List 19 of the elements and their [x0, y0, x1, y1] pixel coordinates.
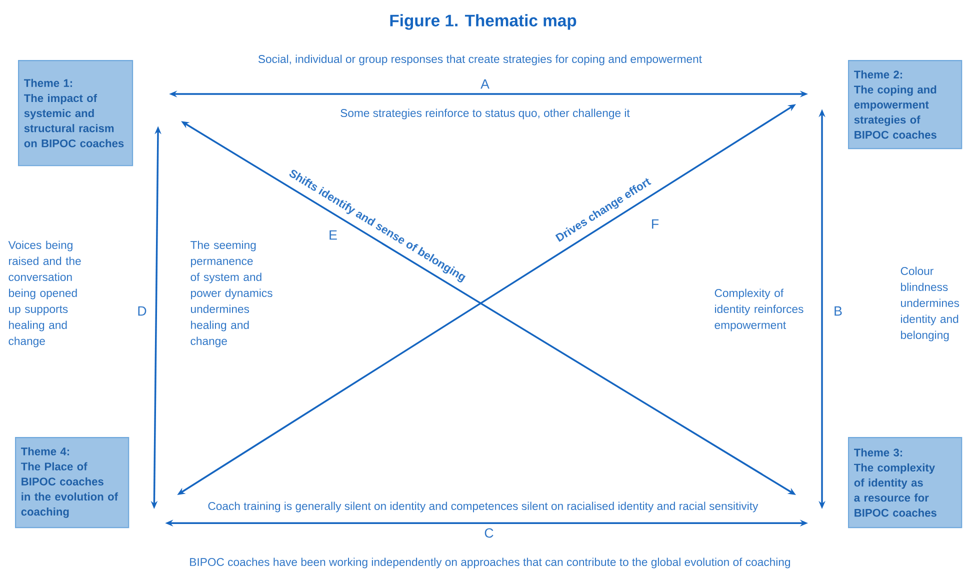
- edge-letter: A: [480, 79, 490, 89]
- theme-box: Theme 4: The Place of BIPOC coaches in the evolution of coaching: [15, 437, 130, 528]
- edge-letter: B: [834, 306, 842, 316]
- title: Figure 1. Thematic map: [390, 14, 576, 30]
- annotation-text: Colour blindness undermines identity and belonging: [900, 266, 960, 342]
- annotation-text: Voices being raised and the conversation being opened up supports healing and change: [8, 240, 81, 348]
- annotation-text: Social, individual or group responses that create strategies for coping and empowerment: [258, 54, 702, 66]
- edge-letter: F: [652, 219, 659, 229]
- annotation-text: Coach training is generally silent on identity and competences silent on racialised identity and racial sensitivity: [208, 502, 758, 512]
- theme-box: Theme 2: The coping and empowerment strategies of BIPOC coaches: [848, 60, 962, 150]
- theme-box: Theme 3: The complexity of identity as a resource for BIPOC coaches: [848, 437, 962, 528]
- annotation-text: BIPOC coaches have been working independently on approaches that can contribute to the global evolution of coaching: [190, 558, 790, 568]
- annotation-text: Complexity of identity reinforces empowerment: [714, 288, 804, 332]
- theme-box: Theme 1: The impact of systemic and structural racism on BIPOC coaches: [18, 60, 134, 166]
- annotation-text: The seeming permanence of system and power dynamics undermines healing and change: [190, 240, 272, 348]
- annotation-text: Some strategies reinforce to status quo, other challenge it: [340, 108, 630, 120]
- edge-letter: C: [484, 528, 494, 538]
- edge-letter: D: [138, 306, 146, 316]
- edge-letter: E: [330, 230, 337, 240]
